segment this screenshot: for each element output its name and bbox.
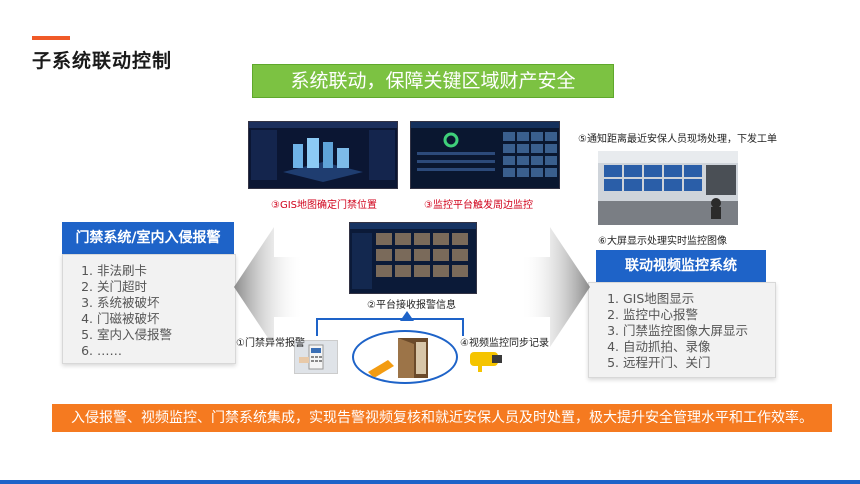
gis-map-screenshot xyxy=(248,121,398,189)
arrow-up-icon xyxy=(400,308,414,327)
list-item: 室内入侵报警 xyxy=(97,327,235,343)
step-6-caption: ⑥大屏显示处理实时监控图像 xyxy=(598,236,727,247)
list-item: GIS地图显示 xyxy=(623,291,775,307)
list-item: 远程开门、关门 xyxy=(623,355,775,371)
door-illustration xyxy=(352,330,458,384)
title-accent-bar xyxy=(32,36,70,40)
camera-icon xyxy=(464,346,506,374)
alarm-platform-screenshot xyxy=(349,222,477,294)
connector-line xyxy=(316,318,318,336)
summary-banner: 入侵报警、视频监控、门禁系统集成，实现告警视频复核和就近安保人员及时处置，极大提… xyxy=(52,404,832,432)
list-item: 门磁被破坏 xyxy=(97,311,235,327)
step-3b-caption: ③监控平台触发周边监控 xyxy=(424,200,533,211)
right-arrow-icon xyxy=(520,222,590,352)
list-item: 门禁监控图像大屏显示 xyxy=(623,323,775,339)
step-4-caption: ④视频监控同步记录 xyxy=(460,338,549,349)
left-card-title: 门禁系统/室内入侵报警 xyxy=(62,222,234,254)
left-card-list: 非法刷卡 关门超时 系统被破坏 门磁被破坏 室内入侵报警 …… xyxy=(63,255,235,359)
list-item: 关门超时 xyxy=(97,279,235,295)
list-item: 非法刷卡 xyxy=(97,263,235,279)
right-card-list: GIS地图显示 监控中心报警 门禁监控图像大屏显示 自动抓拍、录像 远程开门、关… xyxy=(589,283,775,371)
control-room-image xyxy=(598,151,738,225)
card-reader-image xyxy=(294,340,338,374)
step-2-caption: ②平台接收报警信息 xyxy=(367,300,456,311)
list-item: 自动抓拍、录像 xyxy=(623,339,775,355)
footer-line xyxy=(0,480,860,484)
step-3a-caption: ③GIS地图确定门禁位置 xyxy=(271,200,378,211)
page-title: 子系统联动控制 xyxy=(32,50,173,72)
right-card-title: 联动视频监控系统 xyxy=(596,250,766,282)
right-card-body: GIS地图显示 监控中心报警 门禁监控图像大屏显示 自动抓拍、录像 远程开门、关… xyxy=(588,282,776,378)
list-item: …… xyxy=(97,343,235,359)
list-item: 监控中心报警 xyxy=(623,307,775,323)
step-5-caption: ⑤通知距离最近安保人员现场处理，下发工单 xyxy=(578,134,777,145)
headline-banner: 系统联动，保障关键区域财产安全 xyxy=(252,64,614,98)
step-1-caption: ①门禁异常报警 xyxy=(236,338,305,349)
connector-line xyxy=(462,318,464,336)
monitor-platform-screenshot xyxy=(410,121,560,189)
list-item: 系统被破坏 xyxy=(97,295,235,311)
left-arrow-icon xyxy=(234,222,304,352)
connector-line xyxy=(316,318,464,320)
left-card-body: 非法刷卡 关门超时 系统被破坏 门磁被破坏 室内入侵报警 …… xyxy=(62,254,236,364)
